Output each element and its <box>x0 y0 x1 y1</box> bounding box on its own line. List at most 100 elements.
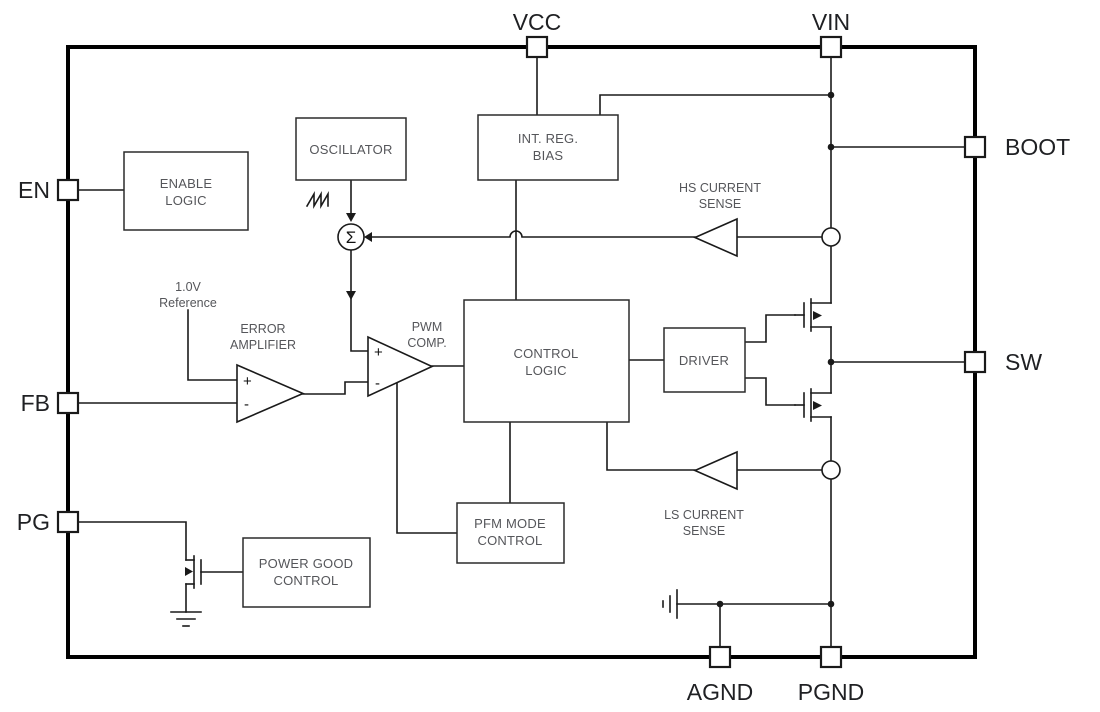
pin-label-vin: VIN <box>812 9 850 35</box>
pin-label-boot: BOOT <box>1005 134 1070 160</box>
sigma-symbol: Σ <box>346 228 357 247</box>
block-label: INT. REG. <box>518 131 578 146</box>
wire-pg <box>77 521 187 561</box>
pin-label-pgnd: PGND <box>798 679 864 705</box>
block-label: LOGIC <box>525 363 566 378</box>
pin-pad <box>56 178 80 202</box>
block-int-reg-bias: INT. REG. BIAS <box>477 114 619 181</box>
block-outline <box>463 299 630 423</box>
block-outline <box>663 327 746 393</box>
pin-pg: PG <box>17 509 80 535</box>
block-outline <box>123 151 249 231</box>
comparator-triangle-icon <box>367 335 434 398</box>
junction-dot <box>827 91 835 99</box>
sigma-circle-icon <box>337 223 365 251</box>
minus-sign: - <box>375 375 380 392</box>
block-power-good-control: POWER GOOD CONTROL <box>242 537 371 608</box>
pin-pad <box>819 35 843 59</box>
block-label: POWER GOOD <box>259 556 353 571</box>
ls-current-sense: LS CURRENT SENSE <box>664 450 841 538</box>
pin-boot: BOOT <box>963 134 1070 160</box>
wire-hs-sense-out <box>370 230 696 238</box>
pg-mosfet <box>185 555 202 589</box>
block-enable-logic: ENABLE LOGIC <box>123 151 249 231</box>
wire-gate-hs <box>744 314 796 343</box>
pin-pgnd: PGND <box>798 645 864 705</box>
pin-pad <box>525 35 549 59</box>
error-amplifier: + - ERROR AMPLIFIER <box>230 322 306 424</box>
block-control-logic: CONTROL LOGIC <box>463 299 630 423</box>
signal-arrows <box>346 213 372 300</box>
pin-pad <box>56 510 80 534</box>
current-sense-node-icon <box>821 460 841 480</box>
block-label: BIAS <box>533 148 564 163</box>
wire-net <box>77 56 966 648</box>
pin-label-fb: FB <box>21 390 50 416</box>
pin-pad <box>819 645 843 669</box>
block-outline <box>477 114 619 181</box>
pin-label-pg: PG <box>17 509 50 535</box>
pwm-comparator: + - PWM COMP. <box>367 320 447 398</box>
pin-pad <box>963 350 987 374</box>
block-label: ENABLE <box>160 176 213 191</box>
junction-dot <box>716 600 724 608</box>
mosfet-arrow-icon <box>813 311 822 320</box>
ls-current-sense-label: LS CURRENT <box>664 508 744 522</box>
pin-label-en: EN <box>18 177 50 203</box>
pin-pad <box>963 135 987 159</box>
plus-sign: + <box>374 344 383 361</box>
sense-amp-triangle-icon <box>693 217 738 258</box>
block-label: DRIVER <box>679 353 729 368</box>
mosfet-arrow-icon <box>813 401 822 410</box>
opamp-triangle-icon <box>236 363 306 424</box>
ls-current-sense-label: SENSE <box>683 524 725 538</box>
arrow-left-icon <box>364 232 372 242</box>
pin-vin: VIN <box>812 9 850 59</box>
block-label: CONTROL <box>514 346 579 361</box>
block-label: CONTROL <box>478 533 543 548</box>
pwm-comp-label: PWM <box>412 320 443 334</box>
block-oscillator: OSCILLATOR <box>295 117 407 181</box>
junction-dot <box>827 358 835 366</box>
block-outline <box>456 502 565 564</box>
pin-pad <box>708 645 732 669</box>
junction-dot <box>827 143 835 151</box>
block-label: LOGIC <box>165 193 206 208</box>
hs-current-sense-label: SENSE <box>699 197 741 211</box>
wire-sigma-to-pwm <box>350 249 369 352</box>
wire-erramp-out <box>302 381 369 395</box>
block-pfm-mode-control: PFM MODE CONTROL <box>456 502 565 564</box>
sawtooth-icon <box>305 191 329 209</box>
arrow-down-icon <box>346 291 356 300</box>
junction-dots <box>716 91 835 608</box>
wire-gate-ls <box>744 377 796 406</box>
pin-sw: SW <box>963 349 1042 375</box>
pin-label-vcc: VCC <box>513 9 562 35</box>
wire-reference <box>187 309 238 381</box>
sense-amp-triangle-icon <box>693 450 738 491</box>
current-sense-node-icon <box>821 227 841 247</box>
reference-word: Reference <box>159 296 217 310</box>
hs-current-sense-label: HS CURRENT <box>679 181 761 195</box>
pin-pad <box>56 391 80 415</box>
block-driver: DRIVER <box>663 327 746 393</box>
pin-en: EN <box>18 177 80 203</box>
arrow-down-icon <box>346 213 356 222</box>
junction-dot <box>827 600 835 608</box>
pg-ground-icon <box>170 611 202 627</box>
block-label: CONTROL <box>274 573 339 588</box>
pin-label-agnd: AGND <box>687 679 753 705</box>
block-outline <box>242 537 371 608</box>
ls-mosfet <box>794 388 832 422</box>
reference-value: 1.0V <box>175 280 201 294</box>
wire-ls-sense-out <box>606 421 696 471</box>
wire-pfm-to-pwm <box>396 382 458 534</box>
pwm-comp-label: COMP. <box>407 336 446 350</box>
block-label: PFM MODE <box>474 516 546 531</box>
pin-label-sw: SW <box>1005 349 1042 375</box>
agnd-ground-icon <box>662 589 678 619</box>
plus-sign: + <box>243 373 252 390</box>
pin-fb: FB <box>21 390 80 416</box>
reference-label: 1.0V Reference <box>159 280 217 310</box>
